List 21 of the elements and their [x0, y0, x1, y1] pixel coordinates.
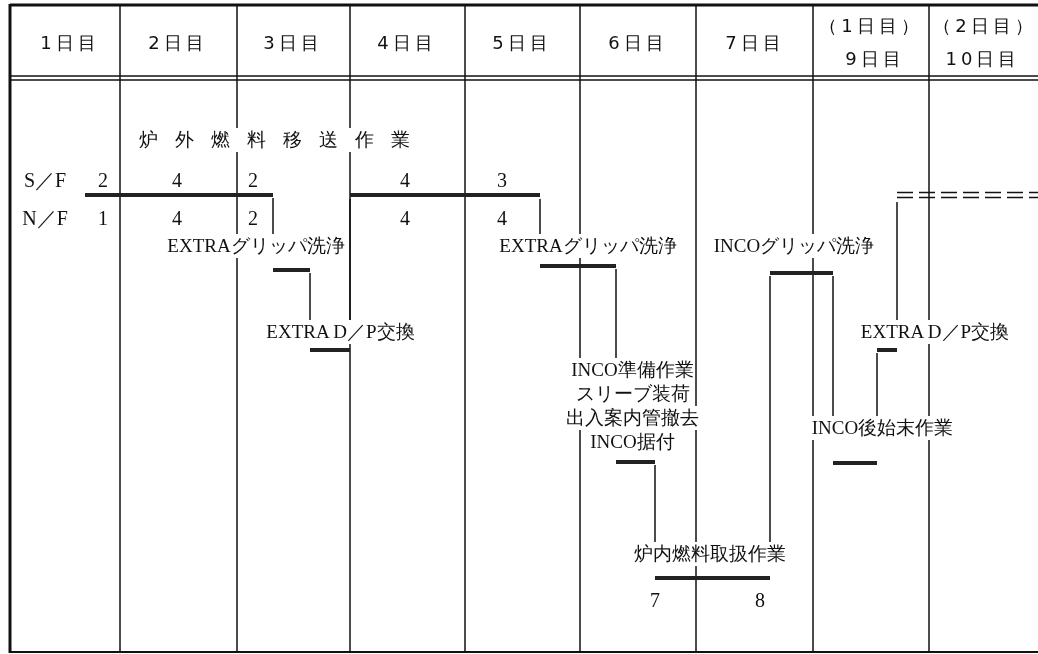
connector-line: [349, 198, 351, 321]
connector-line: [615, 268, 617, 359]
connector-line: [539, 198, 541, 235]
task-label: EXTRAグリッパ洗浄: [499, 234, 677, 258]
task-label: EXTRA D／P交換: [266, 320, 415, 344]
task-label: EXTRA D／P交換: [860, 320, 1010, 344]
connector-line: [769, 275, 771, 543]
task-label: スリーブ装荷: [575, 382, 690, 406]
task-label: 出入案内管撤去: [566, 406, 699, 430]
task-label: INCO後始末作業: [811, 416, 954, 440]
task-label: INCO準備作業: [571, 358, 694, 382]
connector-line: [272, 197, 274, 235]
connector-line: [896, 201, 898, 321]
task-label: 炉内燃料取扱作業: [634, 542, 786, 566]
connector-line: [832, 275, 834, 417]
task-label: INCO据付: [590, 430, 675, 454]
task-label: INCOグリッパ洗浄: [713, 234, 875, 258]
connector-line: [876, 352, 878, 417]
task-label: EXTRAグリッパ洗浄: [167, 234, 345, 258]
connector-line: [309, 272, 311, 321]
connector-line: [654, 464, 656, 543]
